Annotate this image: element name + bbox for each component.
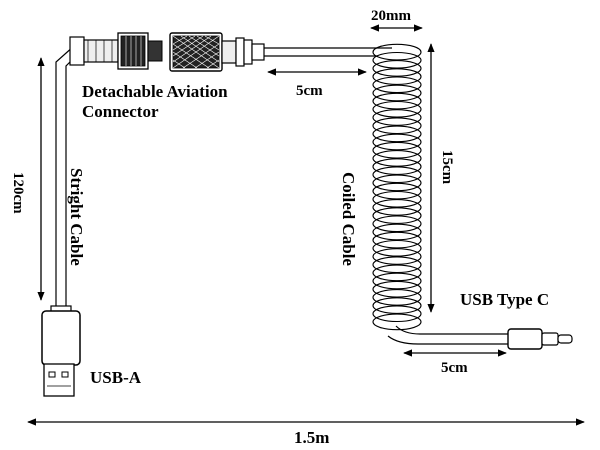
coil-loop bbox=[372, 150, 422, 167]
connector-label-line2: Connector bbox=[82, 102, 159, 121]
coil-loop bbox=[372, 51, 422, 69]
coil-loop bbox=[372, 84, 422, 102]
coil-loop bbox=[372, 109, 422, 126]
coil-loop bbox=[372, 182, 422, 200]
coil-loop bbox=[372, 248, 422, 265]
coil-loop bbox=[372, 280, 422, 298]
coil-loop bbox=[372, 231, 422, 249]
coil-loop bbox=[372, 215, 422, 233]
coil-loop bbox=[372, 117, 422, 135]
connector-to-coil-cable bbox=[264, 47, 392, 57]
coil-loop bbox=[372, 125, 422, 143]
coil-length-label: 15cm bbox=[439, 150, 455, 185]
usbc-lead-length-label: 5cm bbox=[441, 360, 468, 376]
coil-loop bbox=[372, 264, 422, 282]
usb-a-plug bbox=[41, 305, 81, 397]
usb-c-label: USB Type C bbox=[460, 290, 549, 309]
coil-loop bbox=[372, 305, 422, 323]
coil-loop bbox=[372, 92, 422, 110]
coil-loop bbox=[372, 68, 422, 85]
connector-to-coil-length-label: 5cm bbox=[296, 83, 323, 99]
coil-loop bbox=[372, 166, 422, 184]
coil-diameter-label: 20mm bbox=[371, 8, 411, 24]
coil-loop bbox=[372, 76, 422, 94]
straight-length-label: 120cm bbox=[10, 172, 26, 214]
coil-loop bbox=[372, 223, 422, 241]
dimension-lines bbox=[27, 24, 585, 426]
coil-loop bbox=[372, 100, 422, 118]
straight-cable-label: Stright Cable bbox=[67, 168, 86, 266]
coil-loop bbox=[372, 141, 422, 159]
coil-loop bbox=[372, 313, 422, 331]
coil-to-usbc-cable bbox=[387, 325, 508, 345]
coil-loop bbox=[372, 199, 422, 216]
coil-loop bbox=[372, 239, 422, 257]
coil-loop bbox=[372, 133, 422, 151]
coil-loop bbox=[372, 174, 422, 192]
total-length-label: 1.5m bbox=[294, 428, 329, 447]
coil-loop bbox=[372, 43, 422, 61]
coil-loop bbox=[372, 297, 422, 314]
coil-loop bbox=[372, 289, 422, 306]
usb-c-plug bbox=[507, 328, 573, 350]
coil-loop bbox=[372, 60, 422, 77]
connector-label-line1: Detachable Aviation bbox=[82, 82, 228, 101]
coil-loop bbox=[372, 190, 422, 208]
aviation-connector-female bbox=[169, 32, 265, 72]
coil-loop bbox=[372, 272, 422, 290]
coiled-cable-label: Coiled Cable bbox=[339, 172, 358, 266]
aviation-connector-male bbox=[69, 32, 163, 70]
coil-loop bbox=[372, 158, 422, 175]
coil-loop bbox=[372, 207, 422, 224]
coil-loop bbox=[372, 256, 422, 274]
usb-a-label: USB-A bbox=[90, 368, 142, 387]
coiled-cable bbox=[372, 43, 422, 331]
